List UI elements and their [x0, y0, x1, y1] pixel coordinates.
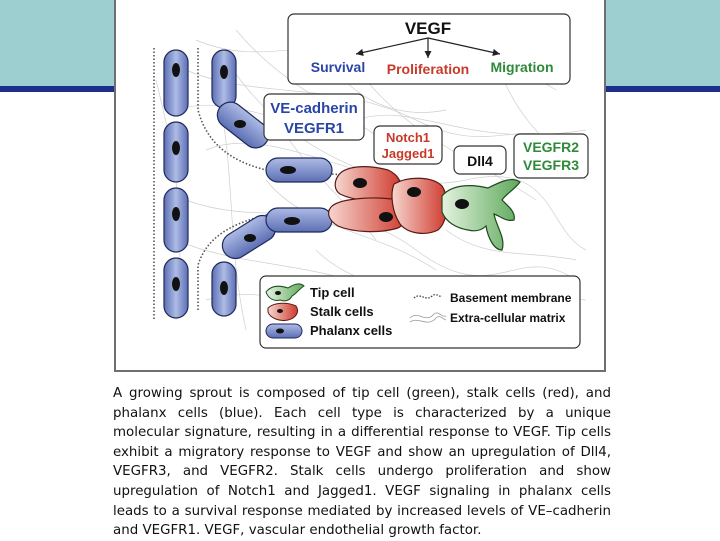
legend-matrix-swatch	[409, 312, 447, 323]
vegf-box	[287, 13, 571, 85]
sprout-diagram: VEGF Survival Proliferation Migration VE…	[153, 13, 589, 349]
phalanx-markers-box	[263, 93, 365, 141]
stalk-cells	[328, 166, 448, 234]
legend-tip-swatch	[265, 283, 305, 302]
legend-box	[259, 275, 581, 349]
legend-membrane-swatch	[413, 293, 443, 299]
phalanx-cells-left-column	[163, 49, 189, 319]
dll4-label: Dll4	[467, 153, 493, 169]
legend-tip-label: Tip cell	[310, 285, 355, 300]
phalanx-marker-vegfr1: VEGFR1	[284, 120, 344, 137]
legend-membrane-label: Basement membrane	[450, 291, 572, 305]
legend-phalanx-swatch	[265, 323, 303, 339]
sprout-figure: VEGF Survival Proliferation Migration VE…	[114, 0, 606, 372]
tip-markers-box	[513, 133, 589, 179]
vegf-response-migration: Migration	[491, 59, 554, 75]
phalanx-cells-lower-branch	[211, 207, 333, 317]
vegf-response-proliferation: Proliferation	[387, 61, 469, 77]
legend-phalanx-label: Phalanx cells	[310, 323, 392, 338]
tip-cell	[441, 178, 521, 251]
tip-marker-vegfr2: VEGFR2	[523, 139, 579, 155]
phalanx-cells-upper-branch	[211, 49, 333, 183]
figure-caption: A growing sprout is composed of tip cell…	[113, 386, 611, 539]
legend-stalk-label: Stalk cells	[310, 304, 374, 319]
legend-stalk-swatch	[267, 302, 299, 321]
stalk-marker-notch1: Notch1	[386, 130, 430, 145]
vegf-response-survival: Survival	[311, 59, 365, 75]
stalk-marker-jagged1: Jagged1	[382, 146, 435, 161]
stalk-markers-box	[373, 125, 443, 165]
phalanx-marker-ve-cadherin: VE-cadherin	[270, 100, 358, 117]
dll4-box	[453, 145, 507, 175]
legend-matrix-label: Extra-cellular matrix	[450, 311, 566, 325]
tip-marker-vegfr3: VEGFR3	[523, 157, 579, 173]
vegf-title: VEGF	[405, 19, 451, 38]
